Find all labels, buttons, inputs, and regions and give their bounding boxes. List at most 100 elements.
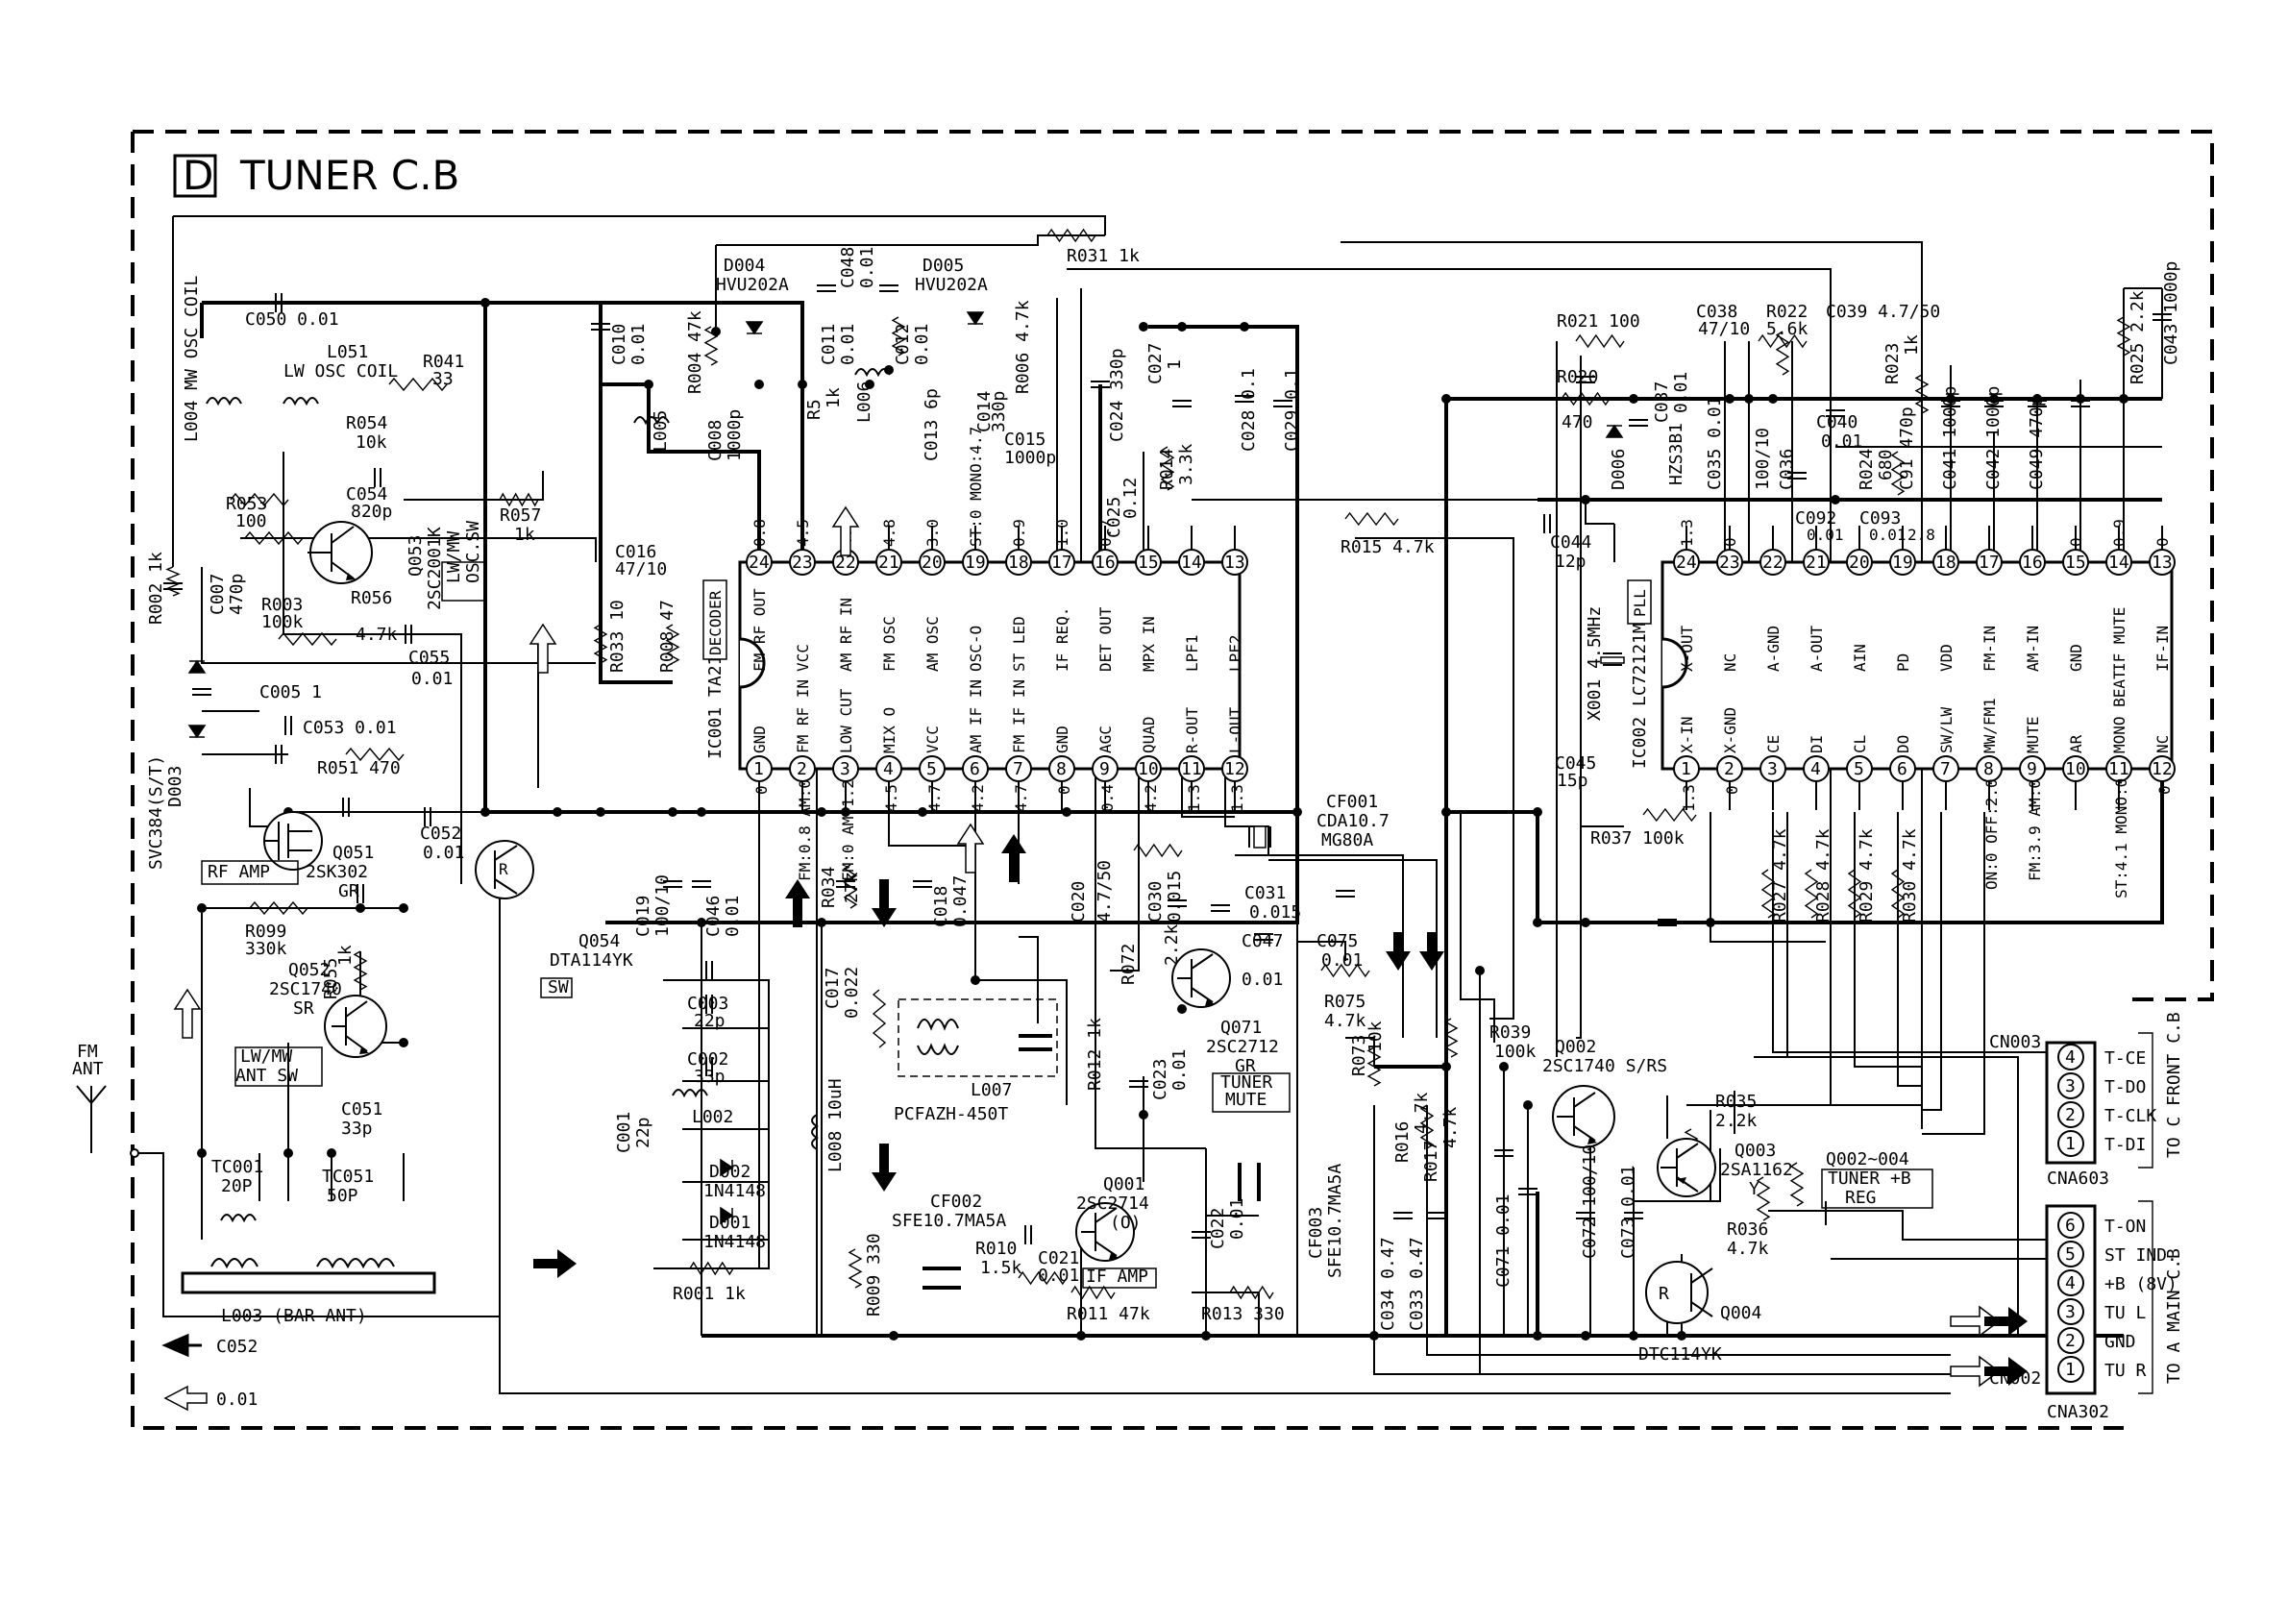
- pin-number: 7: [1940, 759, 1951, 779]
- label-r012: R012 1k: [1085, 1018, 1105, 1091]
- pin-number: 9: [1099, 759, 1110, 779]
- connector-pin-number: 6: [2065, 1216, 2076, 1236]
- pin-circle: [1135, 549, 1162, 576]
- label-tomain: TO A MAIN C.B: [2164, 1248, 2184, 1384]
- capacitor-symbol: [1091, 381, 1110, 388]
- label-c015: C015: [1004, 430, 1046, 450]
- capacitor-symbol: [1273, 400, 1292, 407]
- junction-dot: [644, 380, 653, 389]
- label-r041v: 33: [432, 369, 454, 389]
- label-c031: C031: [1244, 883, 1286, 903]
- fm-antenna-icon: [76, 1085, 139, 1158]
- label-r022v: 5.6k: [1766, 319, 1808, 339]
- junction-dot: [1201, 1331, 1211, 1341]
- pin-voltage: 0.9: [1010, 519, 1028, 547]
- connector-pin: [2057, 1356, 2084, 1383]
- label-r020: R020: [1557, 367, 1598, 387]
- pin-number: 20: [1849, 553, 1870, 573]
- inductor-symbol: [811, 1114, 819, 1150]
- label-r001: R001 1k: [673, 1284, 746, 1304]
- resistor-symbol: [665, 624, 680, 664]
- resistor-symbol: [353, 950, 368, 991]
- pin-name: L-OUT: [1226, 706, 1244, 753]
- label-r010v: 1.5k: [980, 1258, 1022, 1278]
- label-c048v: 0.01: [857, 247, 877, 288]
- resistor-symbol: [1804, 869, 1819, 919]
- label-c027v: 1: [1165, 359, 1185, 370]
- tag-box-tmute1: [1212, 1072, 1291, 1113]
- label-r010: R010: [975, 1239, 1017, 1259]
- connector-pin-number: 5: [2065, 1244, 2076, 1265]
- pin-number: 12: [2152, 759, 2173, 779]
- connector-pin-number: 4: [2065, 1047, 2076, 1068]
- pin-name: FM OSC: [880, 616, 898, 672]
- label-d004v: HVU202A: [716, 275, 789, 295]
- label-l007v: PCFAZH-450T: [894, 1104, 1008, 1124]
- pin-name: AIN: [1851, 644, 1869, 672]
- capacitor-symbol: [1543, 514, 1551, 533]
- pin-voltage: 0.7: [1096, 519, 1115, 547]
- junction-dot: [1441, 1062, 1451, 1071]
- pin-voltage: FM:0 AM:1.2: [839, 779, 857, 881]
- diode-symbol: [187, 659, 207, 674]
- pin-name: VCC: [794, 644, 812, 672]
- label-q001v: 2SC2714: [1076, 1193, 1149, 1214]
- label-c030v: 0.015: [1165, 871, 1185, 923]
- junction-dot: [1768, 394, 1778, 404]
- pin-number: 16: [1095, 553, 1116, 573]
- label-r022: R022: [1766, 302, 1808, 322]
- label-r039: R039: [1489, 1022, 1531, 1043]
- pin-name: FM-IN: [1980, 626, 1999, 672]
- junction-dot: [918, 807, 927, 817]
- capacitor-symbol: [1024, 1225, 1032, 1244]
- label-c014v: 330p: [989, 391, 1009, 432]
- label-c013: C013 6p: [922, 388, 942, 461]
- label-r023: R023: [1882, 343, 1903, 384]
- junction-dot: [553, 807, 562, 817]
- pin-voltage: 4.2: [969, 784, 987, 812]
- label-sw: SW: [548, 977, 569, 997]
- label-c010: C010: [609, 324, 629, 365]
- label-q054v: DTA114YK: [550, 950, 633, 971]
- capacitor-symbol: [424, 807, 431, 826]
- pin-name: X-IN: [1678, 716, 1696, 753]
- label-r011: R011 47k: [1067, 1304, 1150, 1324]
- label-c030: C030: [1145, 881, 1166, 923]
- pin-number: 14: [1181, 553, 1202, 573]
- label-c029: C029 0.1: [1282, 368, 1302, 452]
- pin-circle: [1759, 549, 1786, 576]
- pin-voltage: 1.3: [1680, 784, 1698, 812]
- resistor-symbol: [1320, 963, 1370, 978]
- pin-number: 2: [797, 759, 807, 779]
- page-title: TUNER C.B: [239, 152, 459, 199]
- pin-number: 22: [1762, 553, 1784, 573]
- label-q051: Q051: [332, 843, 374, 863]
- q004-r-mark: R: [1659, 1284, 1669, 1304]
- pin-number: 11: [2108, 759, 2129, 779]
- pin-circle: [919, 549, 946, 576]
- label-c019: C019: [633, 896, 653, 937]
- pin-number: 8: [1056, 759, 1067, 779]
- label-cf001w: MG80A: [1321, 830, 1373, 850]
- pin-voltage: FM:0.8 AM:0: [796, 779, 814, 881]
- pin-name: CL: [1851, 735, 1869, 753]
- pin-circle: [1005, 755, 1032, 782]
- pin-circle: [1092, 755, 1119, 782]
- label-r006: R006 4.7k: [1013, 300, 1033, 394]
- junction-dot: [1441, 394, 1451, 404]
- resistor-symbol: [230, 492, 289, 507]
- label-d005: D005: [923, 256, 964, 276]
- junction-dot: [1240, 322, 1249, 332]
- pin-name: AM OSC: [923, 616, 942, 672]
- label-q053: Q053: [406, 535, 426, 577]
- pin-name: FM RF OUT: [750, 588, 769, 672]
- label-q003v: 2SA1162: [1720, 1160, 1793, 1180]
- title-letter: D: [183, 152, 213, 199]
- pin-number: 13: [2152, 553, 2173, 573]
- label-c071: C071 0.01: [1493, 1193, 1513, 1288]
- label-r051: R051 470: [317, 758, 401, 778]
- label-c044: C044: [1550, 532, 1591, 553]
- capacitor-symbol: [342, 798, 350, 817]
